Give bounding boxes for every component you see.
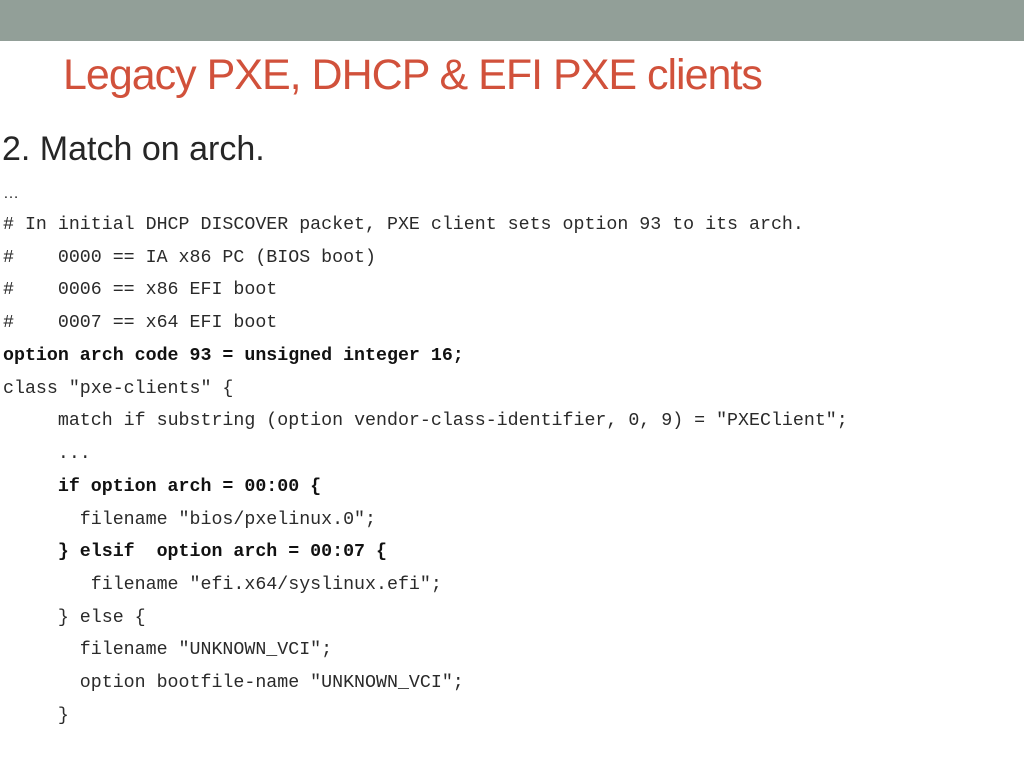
code-comment-line: # 0000 == IA x86 PC (BIOS boot) (3, 247, 376, 268)
code-filename-bios: filename "bios/pxelinux.0"; (3, 509, 376, 530)
code-class-open: class "pxe-clients" { (3, 378, 234, 399)
code-comment-line: # In initial DHCP DISCOVER packet, PXE c… (3, 215, 804, 235)
code-match-statement: match if substring (option vendor-class-… (3, 411, 848, 432)
code-option-declaration: option arch code 93 = unsigned integer 1… (3, 345, 464, 366)
code-line-ellipsis: ... (3, 444, 91, 465)
slide-subtitle: 2. Match on arch. (2, 130, 265, 168)
code-comment-line: # 0006 == x86 EFI boot (3, 280, 278, 301)
code-filename-efi: filename "efi.x64/syslinux.efi"; (3, 575, 442, 596)
top-accent-bar (0, 0, 1024, 41)
code-block: … # In initial DHCP DISCOVER packet, PXE… (3, 179, 1021, 733)
code-comment-line: # 0007 == x64 EFI boot (3, 313, 278, 334)
code-if-arch-bios: if option arch = 00:00 { (3, 476, 322, 497)
code-close-brace: } (3, 705, 69, 726)
code-filename-unknown: filename "UNKNOWN_VCI"; (3, 640, 333, 661)
code-bootfile-name: option bootfile-name "UNKNOWN_VCI"; (3, 673, 464, 694)
code-elsif-arch-efi: } elsif option arch = 00:07 { (3, 542, 387, 563)
code-else: } else { (3, 607, 146, 628)
slide-title: Legacy PXE, DHCP & EFI PXE clients (63, 51, 763, 99)
code-line-ellipsis: … (3, 185, 19, 202)
